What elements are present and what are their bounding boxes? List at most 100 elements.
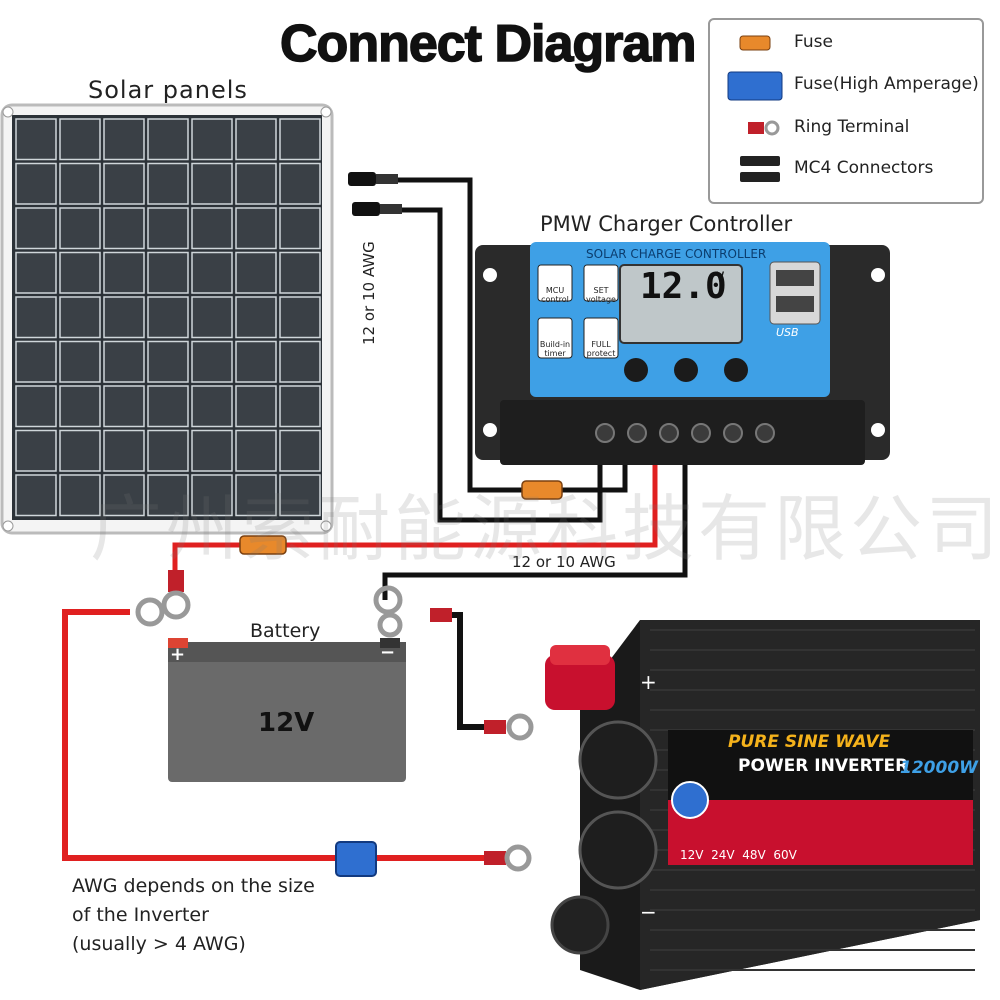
terminal-screw: [627, 423, 647, 443]
charge-controller: [475, 242, 890, 465]
solar-cell: [103, 474, 145, 517]
terminal-screw: [755, 423, 775, 443]
controller-banner: SOLAR CHARGE CONTROLLER: [586, 247, 767, 261]
usb-label: USB: [776, 326, 799, 339]
solar-cell: [191, 296, 233, 339]
solar-cell: [147, 296, 189, 339]
watermark: 广州索耐能源科技有限公司: [90, 487, 1000, 571]
solar-cell: [279, 251, 321, 294]
controller-label: PMW Charger Controller: [540, 212, 793, 236]
solar-cell: [279, 429, 321, 472]
solar-cell: [59, 385, 101, 428]
solar-cell: [279, 162, 321, 205]
solar-cell: [59, 296, 101, 339]
legend: Fuse Fuse(High Amperage) Ring Terminal M…: [708, 18, 984, 204]
solar-cell: [59, 118, 101, 161]
fan-grille: [578, 720, 658, 800]
page-title: Connect Diagram: [279, 14, 697, 74]
battery-wire-gauge-label: 12 or 10 AWG: [512, 553, 616, 571]
solar-cell: [15, 162, 57, 205]
solar-cell: [59, 340, 101, 383]
ring-terminal-icon: [748, 122, 764, 134]
inverter-wattage: 12000W: [900, 758, 978, 778]
solar-cell: [147, 340, 189, 383]
solar-cell: [147, 385, 189, 428]
terminal-screw: [723, 423, 743, 443]
panel-wire-gauge-label: 12 or 10 AWG: [360, 241, 378, 345]
solar-cell: [279, 385, 321, 428]
solar-cell: [59, 162, 101, 205]
solar-cell: [103, 340, 145, 383]
terminal-screw: [595, 423, 615, 443]
inverter-voltages: 12V 24V 48V 60V: [680, 848, 797, 862]
legend-icons: [727, 35, 783, 182]
solar-cell: [103, 207, 145, 250]
solar-cell: [279, 118, 321, 161]
solar-cell: [191, 429, 233, 472]
solar-cell: [103, 385, 145, 428]
solar-cell: [103, 162, 145, 205]
solar-cell: [147, 429, 189, 472]
solar-cell: [59, 429, 101, 472]
solar-cell: [15, 296, 57, 339]
solar-cell: [279, 296, 321, 339]
inverter-minus: −: [640, 900, 657, 924]
solar-cell: [15, 340, 57, 383]
inverter-name: POWER INVERTER: [738, 756, 909, 776]
solar-cell: [103, 118, 145, 161]
legend-item-high-amperage-fuse: Fuse(High Amperage): [794, 74, 979, 94]
solar-cell: [191, 162, 233, 205]
fuse-icon: [239, 480, 563, 555]
solar-panel: [0, 103, 334, 535]
solar-cell: [15, 118, 57, 161]
terminal-screw: [659, 423, 679, 443]
solar-cell: [103, 296, 145, 339]
solar-cell: [279, 340, 321, 383]
solar-cell: [235, 385, 277, 428]
solar-cell: [235, 296, 277, 339]
solar-cell: [191, 340, 233, 383]
solar-cell: [59, 207, 101, 250]
solar-cell: [103, 251, 145, 294]
power-inverter: [545, 620, 980, 990]
fan-grille: [578, 810, 658, 890]
solar-cell: [235, 118, 277, 161]
solar-cell: [59, 474, 101, 517]
terminal-screw: [691, 423, 711, 443]
legend-item-ring-terminal: Ring Terminal: [794, 117, 910, 137]
solar-panel-label: Solar panels: [88, 76, 248, 104]
fuse-icon: [739, 35, 771, 51]
solar-cell: [147, 207, 189, 250]
lcd-voltage: 12.0: [640, 266, 727, 307]
battery-plus: +: [170, 644, 186, 665]
solar-cell: [235, 340, 277, 383]
mc4-connector-icon: [348, 172, 402, 216]
solar-cell: [147, 118, 189, 161]
legend-item-fuse: Fuse: [794, 32, 833, 52]
battery-minus: −: [380, 642, 396, 663]
solar-cell: [147, 162, 189, 205]
solar-cell: [103, 429, 145, 472]
solar-cell: [235, 162, 277, 205]
solar-cell: [235, 474, 277, 517]
mc4-connector-icon: [740, 156, 780, 166]
solar-cell: [15, 429, 57, 472]
solar-cell: [191, 251, 233, 294]
solar-cell: [279, 474, 321, 517]
solar-cell: [191, 207, 233, 250]
legend-item-mc4-connectors: MC4 Connectors: [794, 158, 934, 178]
solar-cell: [15, 385, 57, 428]
ring-terminal-icon: [135, 570, 534, 872]
solar-cell: [279, 207, 321, 250]
solar-cell: [147, 251, 189, 294]
lcd-unit: V: [716, 270, 725, 286]
inverter-plus: +: [640, 670, 657, 694]
solar-cell: [235, 251, 277, 294]
solar-cell: [15, 474, 57, 517]
inverter-headline: PURE SINE WAVE: [728, 732, 891, 752]
solar-cell: [191, 474, 233, 517]
